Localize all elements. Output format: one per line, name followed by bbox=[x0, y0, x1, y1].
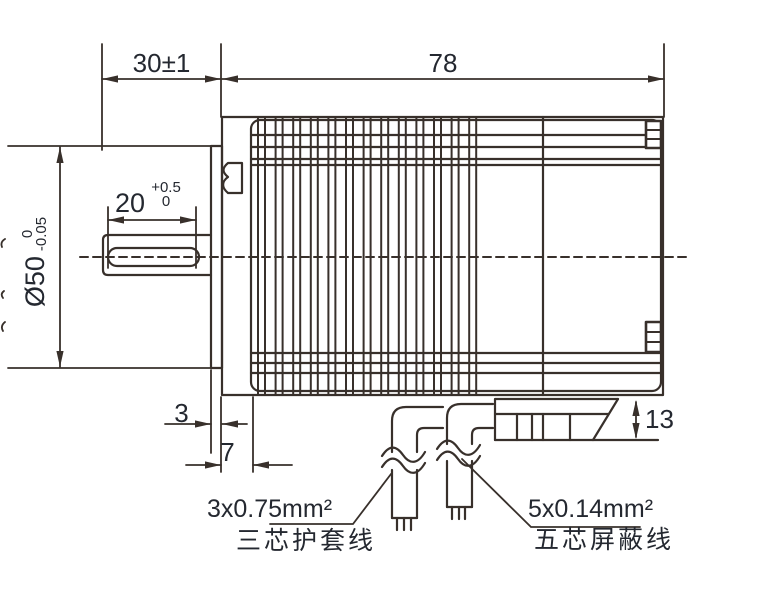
tolerance-lower: -0.05 bbox=[33, 216, 50, 252]
dim-flange-thickness: 3 bbox=[174, 398, 189, 428]
signal-cable-wires bbox=[450, 505, 467, 521]
dim-shaft-flat-tolerance: +0.5 0 bbox=[151, 179, 181, 210]
connector-block bbox=[493, 397, 660, 442]
signal-cable-name: 五芯屏蔽线 bbox=[534, 526, 675, 554]
dim-pilot-diameter: Ø50 0 -0.05 bbox=[12, 192, 58, 332]
dimension-arrowheads bbox=[56, 75, 664, 469]
signal-cable-leader bbox=[461, 458, 641, 528]
pilot-diameter-tolerance: 0 -0.05 bbox=[19, 216, 50, 252]
pilot-boss-detail bbox=[222, 161, 244, 195]
power-cable-leader bbox=[269, 473, 392, 525]
cooling-fins bbox=[257, 116, 478, 396]
motor-body-outline bbox=[220, 115, 665, 397]
power-cable-wires bbox=[395, 516, 413, 532]
tolerance-lower: 0 bbox=[161, 193, 171, 210]
dim-shaft-flat-length: 20 bbox=[115, 188, 146, 218]
rear-terminal-boxes bbox=[644, 119, 663, 354]
dim-front-step: 7 bbox=[220, 437, 235, 467]
tolerance-upper: +0.5 bbox=[151, 179, 181, 196]
dim-front-length: 30±1 bbox=[132, 48, 191, 78]
pilot-diameter-value: Ø50 bbox=[19, 256, 50, 308]
signal-cable-spec: 5x0.14mm² bbox=[528, 495, 654, 523]
dim-connector-height: 13 bbox=[645, 404, 674, 434]
cable-break-symbol bbox=[435, 439, 482, 467]
cable-break-symbol bbox=[380, 446, 427, 474]
shaft bbox=[101, 233, 213, 277]
power-cable-spec: 3x0.75mm² bbox=[207, 495, 333, 523]
power-cable-name: 三芯护套线 bbox=[236, 527, 377, 555]
edge-fragments bbox=[0, 238, 6, 332]
dim-body-length: 78 bbox=[428, 48, 458, 78]
power-cable bbox=[380, 405, 445, 532]
